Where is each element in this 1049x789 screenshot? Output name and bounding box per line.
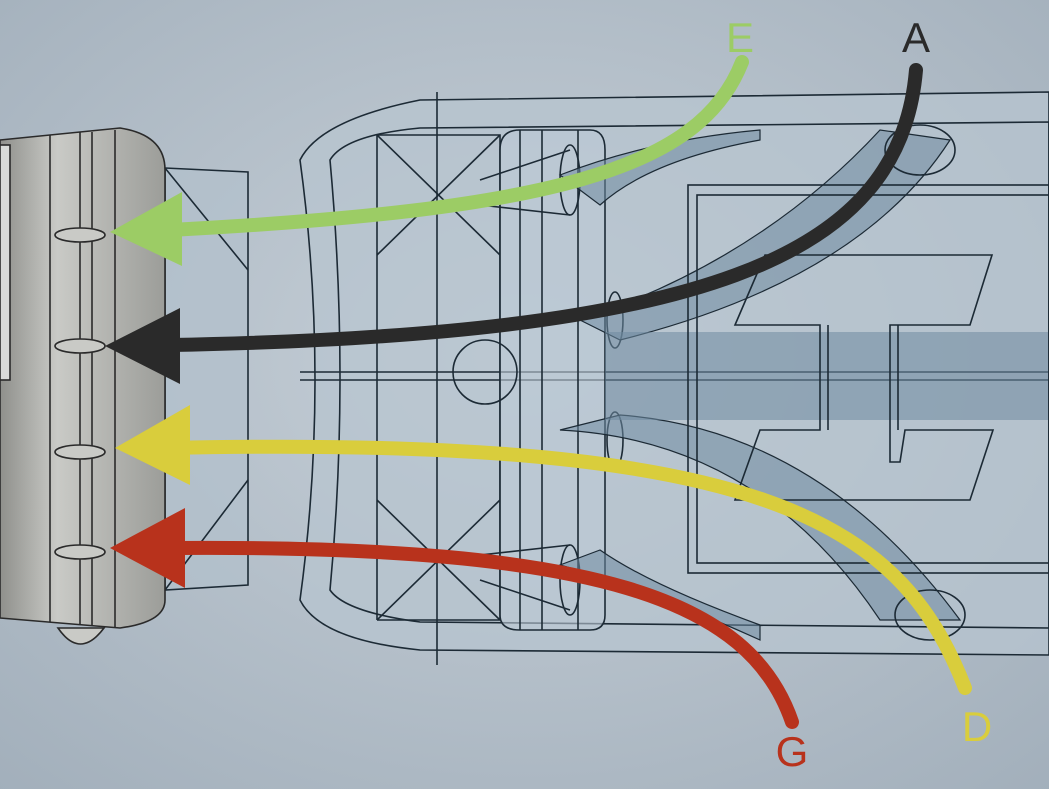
flow-arrow-head-E <box>110 192 182 266</box>
flow-arrow-E <box>163 55 749 237</box>
flow-arrow-head-D <box>115 405 190 485</box>
flow-arrow-head-G <box>110 508 185 588</box>
flow-arrow-head-A <box>105 308 180 384</box>
arrow-label-A: A <box>901 14 931 61</box>
flow-arrows <box>105 55 972 729</box>
arrow-label-D: D <box>961 703 993 750</box>
flow-arrow-D <box>163 439 972 695</box>
flow-arrow-G <box>168 540 799 729</box>
flow-arrow-A <box>163 63 923 352</box>
manifold <box>0 127 166 645</box>
arrow-label-G: G <box>775 728 809 775</box>
arrow-label-E: E <box>725 14 755 61</box>
